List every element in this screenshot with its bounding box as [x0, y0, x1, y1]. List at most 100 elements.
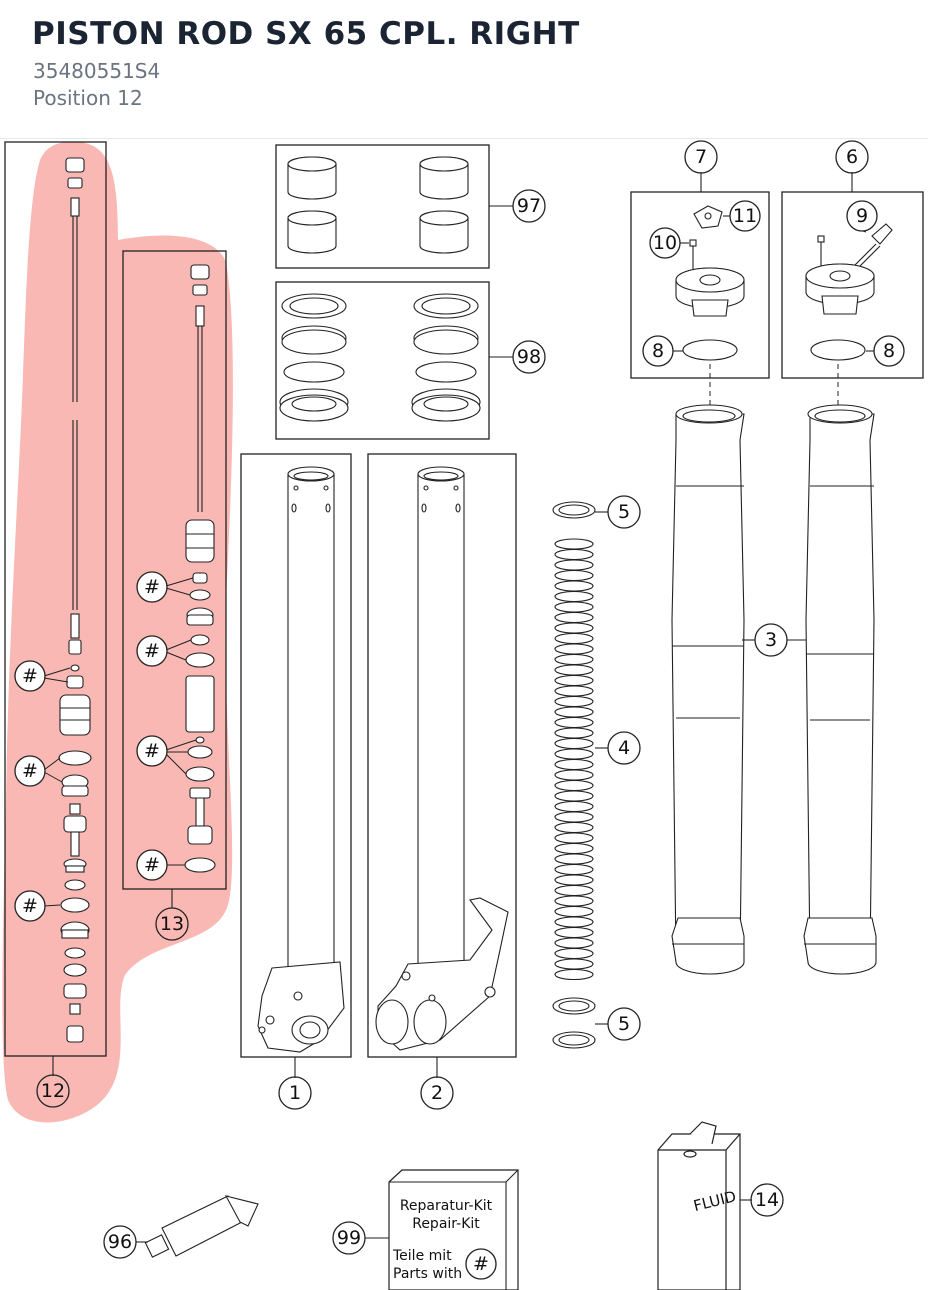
spring-coil: [554, 674, 594, 687]
spring-coil: [554, 821, 594, 834]
svg-text:8: 8: [652, 340, 664, 362]
callout-10[interactable]: 10: [649, 227, 681, 259]
spring-coil: [554, 569, 594, 582]
spring-coil: [554, 790, 594, 802]
grease-tube-96: [144, 1195, 259, 1258]
assembly-13-frame: [122, 250, 227, 890]
position-label: Position 12: [33, 86, 143, 110]
callout-99[interactable]: 99: [332, 1221, 366, 1255]
seals-98: [279, 293, 481, 422]
svg-text:5: 5: [618, 1013, 630, 1035]
spring-coil: [554, 538, 594, 550]
spring-coil: [554, 548, 594, 561]
hash-callout: #: [144, 640, 160, 662]
callout-1[interactable]: 1: [278, 1076, 312, 1110]
svg-text:97: 97: [517, 195, 541, 217]
svg-text:#: #: [473, 1253, 489, 1275]
outer-tube-1: [257, 466, 345, 1053]
svg-text:14: 14: [755, 1189, 779, 1211]
spring-coil: [554, 947, 594, 960]
spring-coil: [554, 884, 594, 897]
callout-98[interactable]: 98: [512, 340, 546, 374]
svg-text:6: 6: [846, 146, 858, 168]
callout-9[interactable]: 9: [846, 200, 878, 232]
callout-13[interactable]: 13: [155, 907, 189, 941]
hash-callouts-12: # # #: [14, 660, 71, 922]
part-number: 35480551S4: [33, 59, 161, 83]
outer-tube-2: [375, 466, 509, 1051]
callout-3[interactable]: 3: [754, 623, 788, 657]
hash-callout-kit: #: [465, 1248, 497, 1280]
spring-coil: [554, 863, 594, 876]
spring-coil: [554, 664, 594, 676]
fork-oil-can-14: [657, 1121, 741, 1290]
selected-assembly-highlight: [2, 141, 233, 1123]
callout-7[interactable]: 7: [684, 140, 718, 174]
screw-cap-7: [675, 205, 745, 361]
screw-cap-6: [805, 223, 893, 361]
spring-coil: [554, 926, 594, 939]
bushings-97: [287, 156, 469, 254]
svg-text:98: 98: [517, 346, 541, 368]
part-98-frame: [275, 281, 490, 440]
callout-5-bottom[interactable]: 5: [607, 1007, 641, 1041]
svg-text:1: 1: [289, 1082, 301, 1104]
hash-callout: #: [22, 760, 38, 782]
spring-coil: [554, 611, 594, 624]
callout-14[interactable]: 14: [750, 1183, 784, 1217]
svg-text:10: 10: [653, 232, 677, 254]
svg-text:9: 9: [856, 205, 868, 227]
kit-label-line4: Parts with: [393, 1266, 462, 1282]
hash-callout: #: [144, 576, 160, 598]
spring-coil: [554, 874, 594, 886]
page-title: PISTON ROD SX 65 CPL. RIGHT: [32, 16, 580, 52]
hash-callout: #: [22, 665, 38, 687]
spring-coil: [554, 706, 594, 718]
part-7-frame: [630, 191, 770, 379]
kit-label-line3: Teile mit: [392, 1248, 452, 1264]
spring-coil: [554, 968, 594, 981]
callout-8-right[interactable]: 8: [873, 335, 905, 367]
svg-text:99: 99: [337, 1227, 361, 1249]
repair-kit-99: Reparatur-Kit Repair-Kit Teile mit Parts…: [388, 1169, 519, 1290]
svg-text:11: 11: [733, 205, 757, 227]
svg-text:13: 13: [160, 913, 184, 935]
assembly-13-parts: [184, 264, 216, 873]
assembly-12-frame: [4, 141, 107, 1057]
spring-coil: [554, 643, 594, 655]
spring-coil: [554, 716, 594, 729]
spring-coil: [554, 580, 594, 592]
callout-11[interactable]: 11: [729, 200, 761, 232]
kit-label-line1: Reparatur-Kit: [400, 1198, 493, 1214]
fork-spring-4: [554, 538, 594, 981]
hash-callout: #: [144, 740, 160, 762]
spring-coil: [554, 937, 594, 949]
spring-coil: [554, 853, 594, 865]
spring-coil: [554, 832, 594, 844]
callout-4[interactable]: 4: [607, 731, 641, 765]
callout-2[interactable]: 2: [420, 1076, 454, 1110]
spring-coil: [554, 779, 594, 792]
callout-12[interactable]: 12: [36, 1074, 70, 1108]
spring-coil: [554, 958, 594, 970]
inner-tubes-3: [671, 404, 877, 975]
spring-coil: [554, 895, 594, 907]
svg-text:4: 4: [618, 737, 630, 759]
svg-text:12: 12: [41, 1080, 65, 1102]
spring-coil: [554, 695, 594, 708]
svg-text:2: 2: [431, 1082, 443, 1104]
callout-97[interactable]: 97: [512, 189, 546, 223]
spring-coil: [554, 800, 594, 813]
callout-96[interactable]: 96: [103, 1225, 137, 1259]
spring-coil: [554, 653, 594, 666]
spring-washers-5: [552, 501, 596, 1049]
spring-coil: [554, 632, 594, 645]
svg-text:7: 7: [695, 146, 707, 168]
callout-6[interactable]: 6: [835, 140, 869, 174]
spring-coil: [554, 758, 594, 771]
callout-5-top[interactable]: 5: [607, 495, 641, 529]
spring-coil: [554, 559, 594, 571]
callout-8-left[interactable]: 8: [642, 335, 674, 367]
spring-coil: [554, 685, 594, 697]
